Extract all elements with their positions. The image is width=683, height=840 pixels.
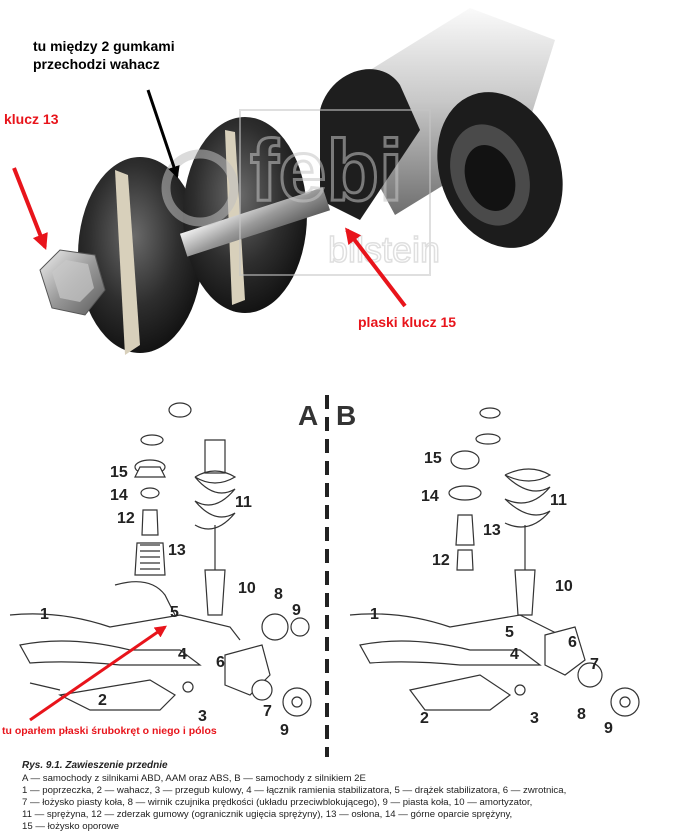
caption-line-5: 15 — łożysko oporowe [22,821,120,832]
flat-wrench-15-label: plaski klucz 15 [358,314,457,330]
note-between-rubbers-line1: tu między 2 gumkami [33,38,175,54]
callout-a-15: 15 [110,464,128,481]
variant-a-letter: A [298,400,318,431]
callout-b-4: 4 [510,646,519,663]
callout-a-2: 2 [98,692,107,709]
callout-b-8: 8 [577,706,586,723]
callout-a-4: 4 [178,646,187,663]
callout-a-11: 11 [235,494,252,511]
callout-a-14: 14 [110,487,128,504]
callout-a-9-top: 9 [292,602,301,619]
callout-a-13: 13 [168,542,186,559]
link-tube [320,8,563,248]
callout-a-6: 6 [216,654,225,671]
callout-a-10: 10 [238,580,256,597]
callout-b-9: 9 [604,720,613,737]
nut-13 [39,249,106,316]
callout-b-2: 2 [420,710,429,727]
callout-a-7: 7 [263,703,272,720]
callout-a-9: 9 [280,722,289,739]
stabilizer-link-photo: febi bilstein [0,0,683,365]
callout-a-1: 1 [40,606,49,623]
svg-text:bilstein: bilstein [328,229,440,270]
callout-a-3: 3 [198,708,207,725]
callout-b-15: 15 [424,450,442,467]
callout-b-10: 10 [555,578,573,595]
callout-a-8: 8 [274,586,283,603]
callout-b-11: 11 [550,492,567,509]
black-arrow [146,89,180,179]
screwdriver-annotation: tu oparłem płaski śrubokręt o niego i pó… [2,725,217,737]
front-suspension-diagram: A B 15 14 12 13 11 10 8 9 1 5 4 6 2 3 7 … [0,365,683,760]
callout-b-7: 7 [590,656,599,673]
callout-b-13: 13 [483,522,501,539]
svg-text:febi: febi [250,123,403,219]
variant-b-exploded-view [349,407,640,717]
red-arrow-13 [12,167,48,250]
caption-title: Rys. 9.1. Zawieszenie przednie [22,760,168,771]
caption-line-2: 1 — poprzeczka, 2 — wahacz, 3 — przegub … [22,785,567,796]
callout-b-14: 14 [421,488,439,505]
callout-b-6: 6 [568,634,577,651]
callout-b-1: 1 [370,606,379,623]
callout-b-5: 5 [505,624,514,641]
note-between-rubbers-line2: przechodzi wahacz [33,56,160,72]
callout-a-5: 5 [170,604,179,621]
callout-b-12: 12 [432,552,450,569]
variant-b-letter: B [336,400,356,431]
callout-b-3: 3 [530,710,539,727]
screwdriver-arrow [29,625,167,722]
caption-line-1: A — samochody z silnikami ABD, AAM oraz … [22,773,366,784]
red-arrow-15 [345,227,407,308]
febi-bilstein-watermark: febi bilstein [161,109,441,276]
variant-a-exploded-view [9,402,312,717]
caption-line-4: 11 — sprężyna, 12 — zderzak gumowy (ogra… [22,809,513,820]
caption-line-3: 7 — łożysko piasty koła, 8 — wirnik czuj… [22,797,533,808]
wrench-13-label: klucz 13 [4,111,59,127]
callout-a-12: 12 [117,510,135,527]
